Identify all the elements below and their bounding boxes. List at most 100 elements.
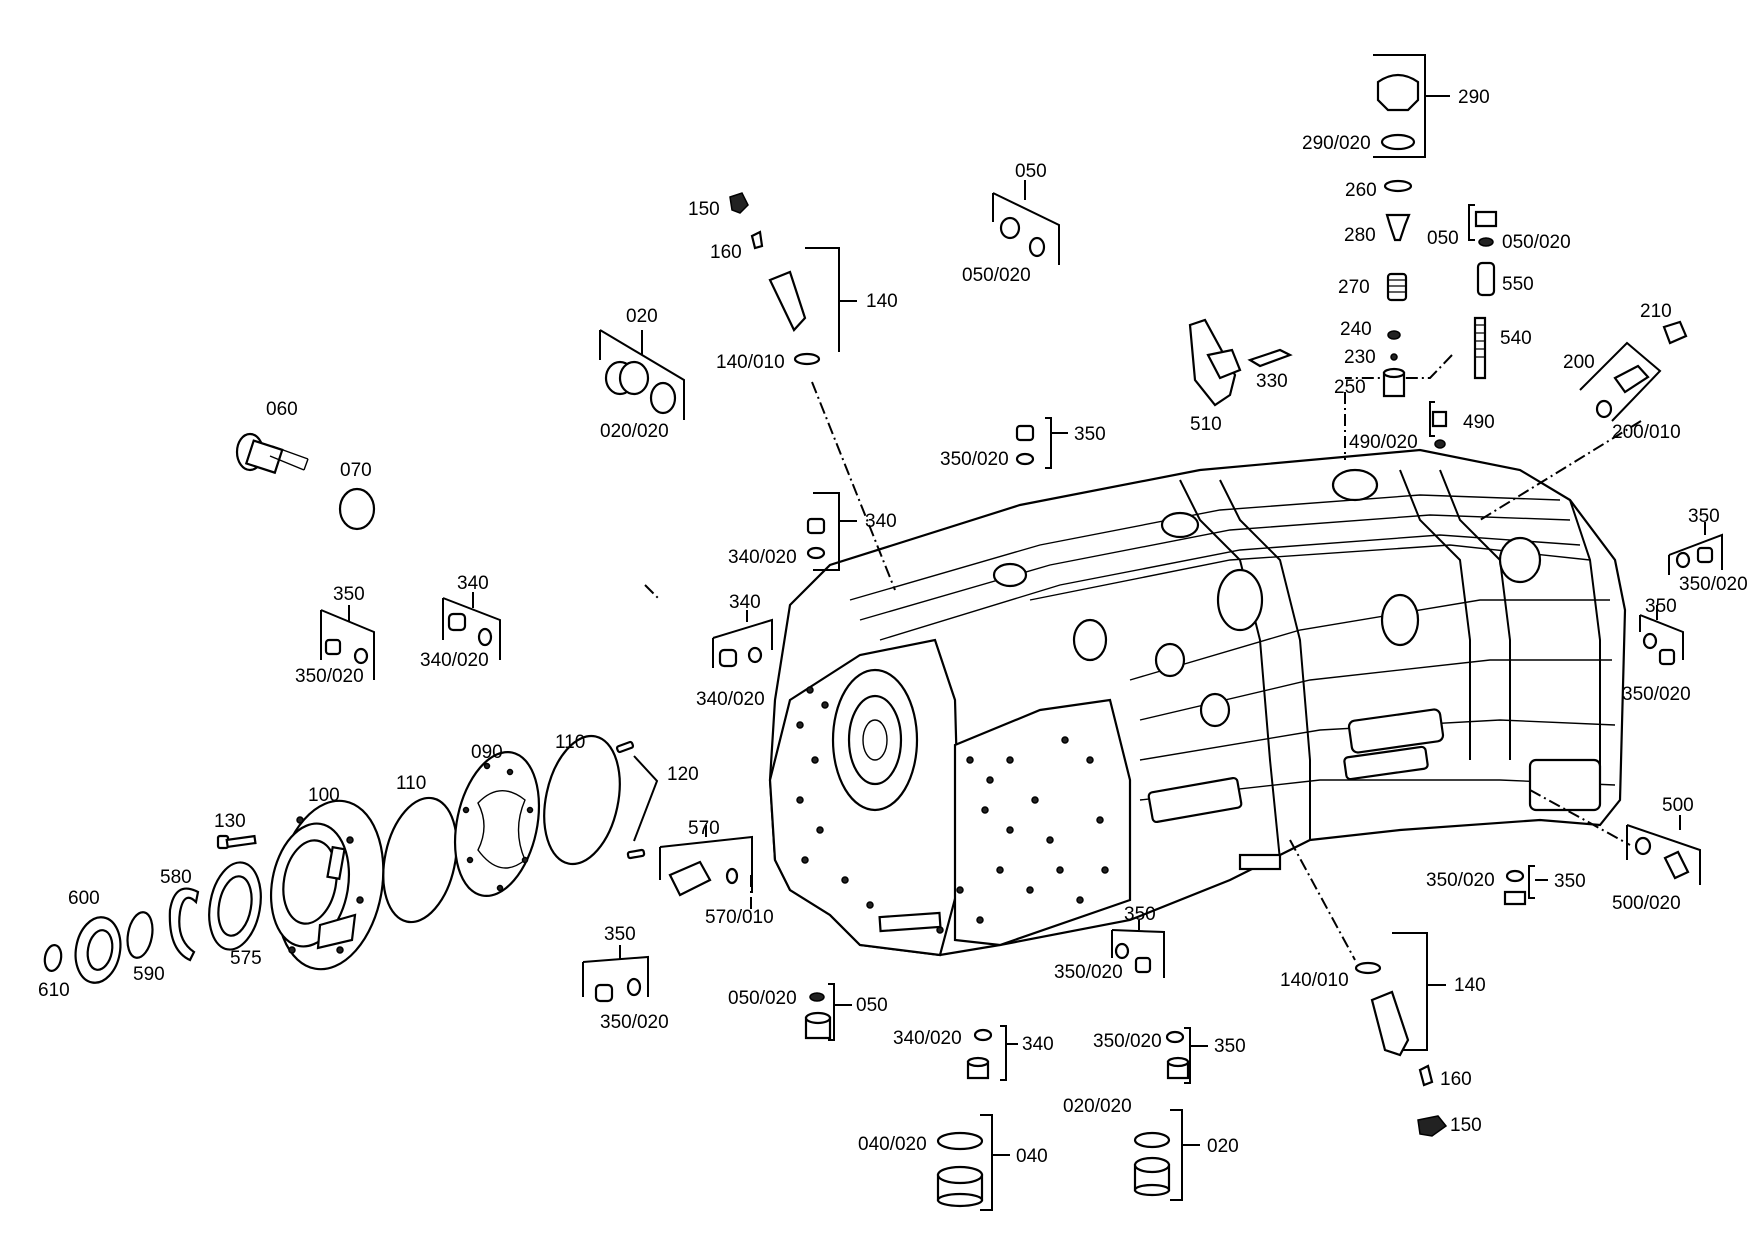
plug-group-350-g <box>1111 920 1165 978</box>
label-160-bottom: 160 <box>1440 1069 1472 1090</box>
label-040-020: 040/020 <box>858 1134 927 1155</box>
label-350-020-a: 350/020 <box>940 449 1009 470</box>
sensor-group-140-bottom <box>1354 932 1448 1137</box>
ring-610 <box>43 944 63 972</box>
label-350-e: 350 <box>604 924 636 945</box>
label-340-d: 340 <box>1022 1034 1054 1055</box>
label-050-top: 050 <box>1015 161 1047 182</box>
plug-group-040 <box>936 1114 1010 1211</box>
label-020-020-top: 020/020 <box>600 421 669 442</box>
label-230: 230 <box>1344 347 1376 368</box>
plug-group-340-b <box>442 592 501 660</box>
bolt-060 <box>235 432 309 475</box>
label-140-top: 140 <box>866 291 898 312</box>
plug-group-490 <box>1429 401 1448 449</box>
label-350-020-h: 350/020 <box>1426 870 1495 891</box>
label-350-g: 350 <box>1124 904 1156 925</box>
sensor-group-570 <box>659 825 753 897</box>
label-350-020-e: 350/020 <box>600 1012 669 1033</box>
label-575: 575 <box>230 948 262 969</box>
label-260: 260 <box>1345 180 1377 201</box>
plug-group-020-bottom <box>1133 1109 1200 1201</box>
label-570: 570 <box>688 818 720 839</box>
plug-group-500 <box>1626 815 1701 885</box>
label-490-020: 490/020 <box>1349 432 1418 453</box>
label-350-b: 350 <box>1688 506 1720 527</box>
label-500: 500 <box>1662 795 1694 816</box>
label-350-020-d: 350/020 <box>295 666 364 687</box>
plug-group-050-bottom <box>804 983 852 1041</box>
label-160-top: 160 <box>710 242 742 263</box>
plug-group-350-c <box>1639 605 1684 666</box>
label-350-f: 350 <box>1214 1036 1246 1057</box>
seal-600 <box>74 916 122 984</box>
label-330: 330 <box>1256 371 1288 392</box>
plug-group-020-top <box>599 329 685 420</box>
label-140-bottom: 140 <box>1454 975 1486 996</box>
label-600: 600 <box>68 888 100 909</box>
plug-group-350-a <box>1015 417 1068 469</box>
label-610: 610 <box>38 980 70 1001</box>
sensor-group-140-top <box>729 192 857 366</box>
label-340-c: 340 <box>729 592 761 613</box>
label-070: 070 <box>340 460 372 481</box>
plug-group-350-h <box>1503 865 1548 906</box>
plug-group-340-d <box>966 1025 1018 1081</box>
label-050-020-top: 050/020 <box>962 265 1031 286</box>
label-150-bottom: 150 <box>1450 1115 1482 1136</box>
label-350-020-f: 350/020 <box>1093 1031 1162 1052</box>
label-020-bottom: 020 <box>1207 1136 1239 1157</box>
o-ring-110-a <box>543 734 621 866</box>
plug-group-350-d <box>320 605 375 680</box>
label-340-a: 340 <box>865 511 897 532</box>
label-350-020-c: 350/020 <box>1622 684 1691 705</box>
label-290-020: 290/020 <box>1302 133 1371 154</box>
plug-stack-050-right <box>1468 204 1498 380</box>
o-ring-110-b <box>382 796 458 924</box>
plug-stack-290 <box>1373 54 1450 398</box>
label-200: 200 <box>1563 352 1595 373</box>
seal-575 <box>208 861 262 951</box>
label-340-020-d: 340/020 <box>893 1028 962 1049</box>
label-350-020-b: 350/020 <box>1679 574 1748 595</box>
label-020-top: 020 <box>626 306 658 327</box>
o-ring-070 <box>338 487 376 531</box>
label-350-h: 350 <box>1554 871 1586 892</box>
label-580: 580 <box>160 867 192 888</box>
bolt-130 <box>216 834 257 850</box>
label-280: 280 <box>1344 225 1376 246</box>
label-140-010-bottom: 140/010 <box>1280 970 1349 991</box>
plug-group-350-f <box>1165 1027 1208 1084</box>
transmission-housing <box>768 448 1627 957</box>
label-130: 130 <box>214 811 246 832</box>
label-140-010-top: 140/010 <box>716 352 785 373</box>
label-500-020: 500/020 <box>1612 893 1681 914</box>
snap-ring-580 <box>168 887 200 962</box>
plug-group-340-a <box>806 492 857 571</box>
label-050-bottom: 050 <box>856 995 888 1016</box>
label-020-020-bottom: 020/020 <box>1063 1096 1132 1117</box>
label-490: 490 <box>1463 412 1495 433</box>
label-270: 270 <box>1338 277 1370 298</box>
label-350-d: 350 <box>333 584 365 605</box>
bracket-510 <box>1188 318 1293 407</box>
label-050-020-right: 050/020 <box>1502 232 1571 253</box>
label-350-c: 350 <box>1645 596 1677 617</box>
sensor-group-200 <box>1579 320 1688 422</box>
label-050-right: 050 <box>1427 228 1459 249</box>
plug-group-350-b <box>1668 522 1723 575</box>
label-100: 100 <box>308 785 340 806</box>
label-110-a: 110 <box>555 732 585 753</box>
label-350-020-g: 350/020 <box>1054 962 1123 983</box>
label-350-a: 350 <box>1074 424 1106 445</box>
plug-group-350-e <box>582 945 649 1003</box>
label-540: 540 <box>1500 328 1532 349</box>
label-150-top: 150 <box>688 199 720 220</box>
label-120: 120 <box>667 764 699 785</box>
label-570-010: 570/010 <box>705 907 774 928</box>
label-340-020-b: 340/020 <box>420 650 489 671</box>
plug-group-050-top <box>992 180 1060 265</box>
assembly-lines <box>644 354 1642 961</box>
label-050-020-bottom: 050/020 <box>728 988 797 1009</box>
